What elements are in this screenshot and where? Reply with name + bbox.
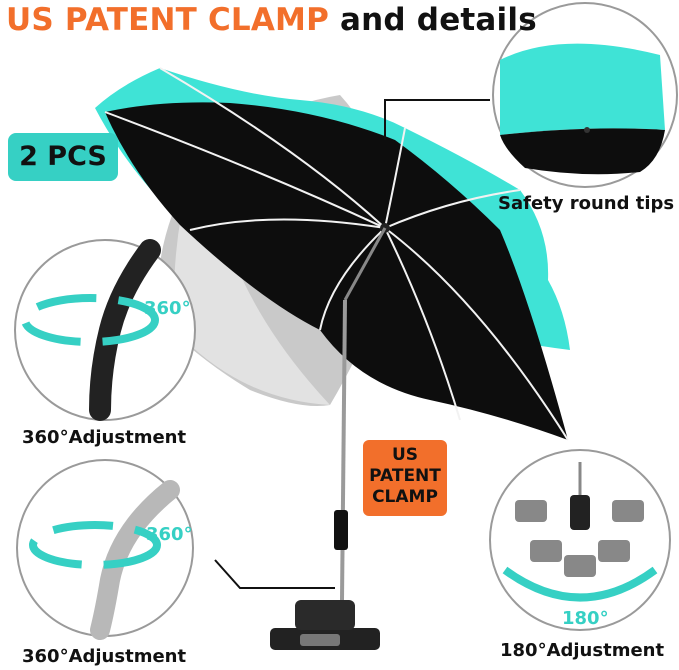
patent-clamp-badge: US PATENT CLAMP	[363, 440, 447, 516]
title-highlight: US PATENT CLAMP	[6, 2, 330, 38]
quantity-badge: 2 PCS	[8, 133, 118, 181]
badge-line-1: US	[391, 445, 419, 465]
degree-label-right: 180°	[562, 608, 609, 629]
degree-label-top: 360°	[144, 298, 191, 319]
caption-adjust-top: 360°Adjustment	[22, 427, 187, 448]
umbrella-shaft	[334, 227, 387, 601]
detail-circle-joint-bottom	[16, 459, 194, 640]
detail-circle-joint-top	[14, 239, 196, 421]
detail-circle-clamp-rotation	[489, 449, 671, 631]
badge-line-2: PATENT	[369, 466, 441, 486]
caption-adjust-bottom: 360°Adjustment	[22, 646, 187, 667]
badge-line-3: CLAMP	[372, 487, 438, 507]
page-title: US PATENT CLAMP and details	[6, 2, 537, 38]
caption-safety-tips: Safety round tips	[498, 193, 675, 214]
detail-circle-tips	[492, 2, 678, 188]
degree-label-bottom: 360°	[146, 524, 193, 545]
main-umbrella	[95, 67, 570, 441]
callout-lines	[214, 99, 490, 589]
title-rest: and details	[340, 2, 537, 38]
clamp	[270, 600, 380, 650]
caption-adjust-180: 180°Adjustment	[500, 640, 665, 661]
